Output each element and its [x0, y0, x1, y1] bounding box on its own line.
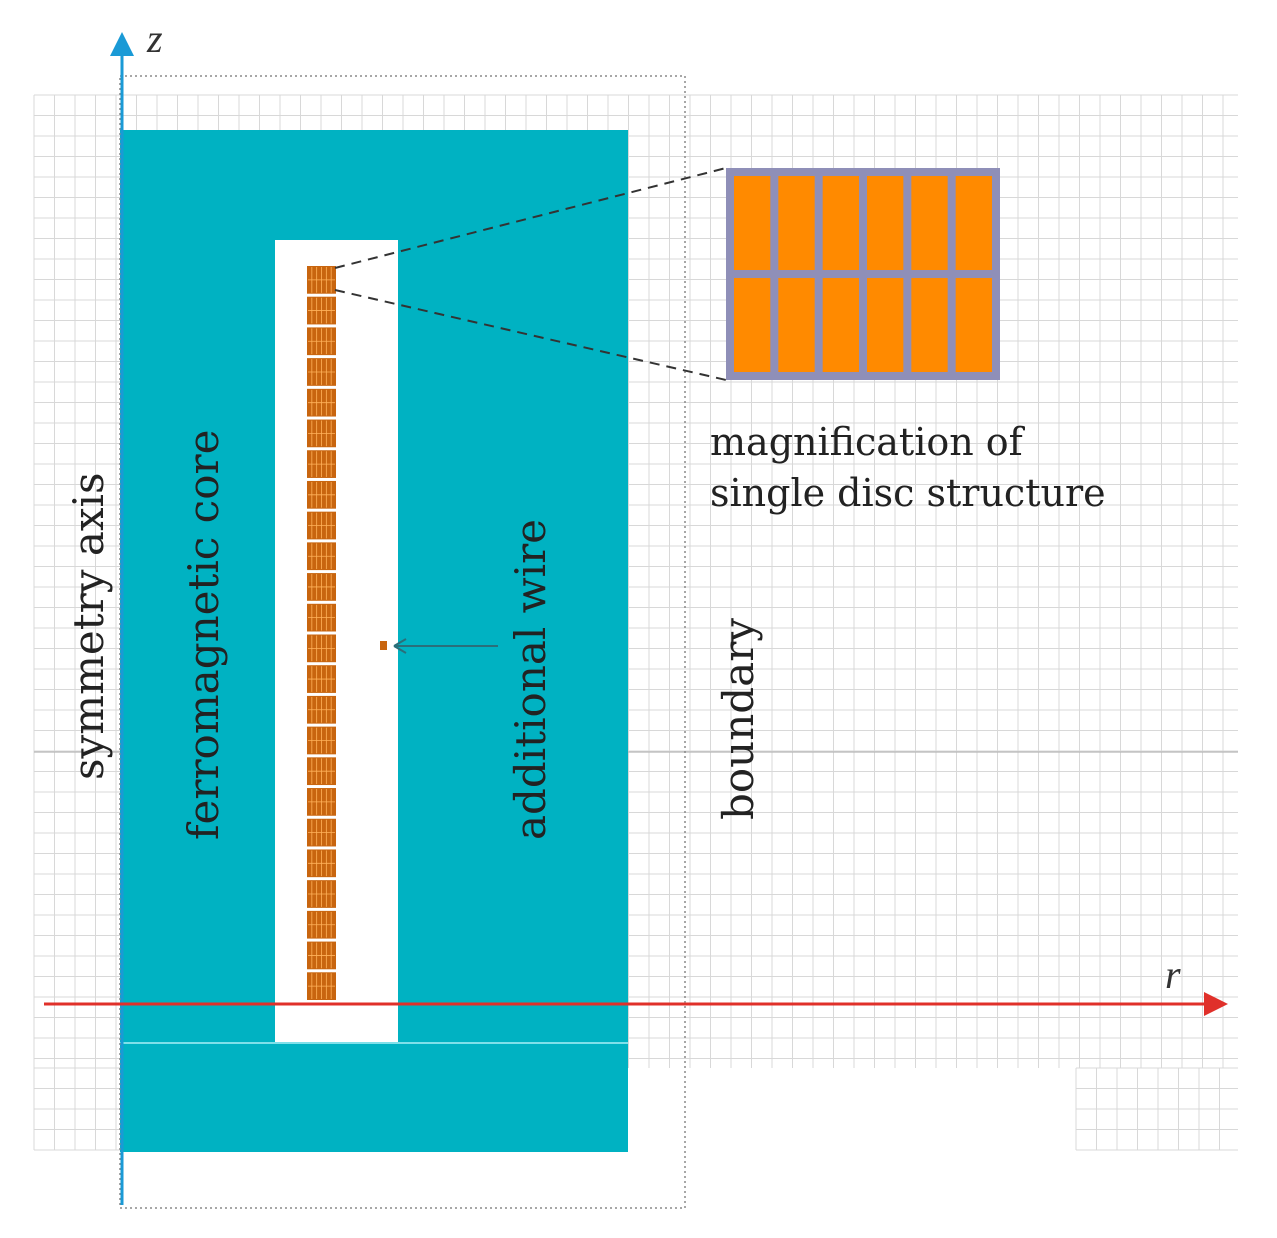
- coil-disc: [307, 358, 336, 386]
- magnified-conductor-cell: [734, 278, 771, 372]
- additional-wire-marker: [380, 641, 387, 650]
- additional-wire-label: additional wire: [506, 519, 555, 840]
- magnification-caption-line1: magnification of: [710, 420, 1026, 464]
- coil-disc-stack: [307, 266, 336, 1000]
- coil-disc: [307, 972, 336, 1000]
- coil-disc: [307, 880, 336, 908]
- z-axis-label: z: [146, 16, 163, 61]
- coil-disc: [307, 910, 336, 939]
- coil-disc: [307, 665, 336, 693]
- magnified-conductor-cell: [822, 176, 859, 270]
- core-window: [275, 240, 398, 1043]
- boundary-label: boundary: [714, 618, 763, 820]
- coil-disc: [307, 941, 336, 970]
- coil-disc: [307, 726, 336, 755]
- coil-disc: [307, 296, 336, 325]
- coil-disc: [307, 757, 336, 786]
- boundary-outline: [119, 75, 686, 1209]
- magnified-conductor-cell: [867, 176, 904, 270]
- magnified-conductor-cell: [955, 278, 992, 372]
- magnified-conductor-cell: [867, 278, 904, 372]
- magnified-disc-structure: [726, 168, 1000, 380]
- coil-disc: [307, 634, 336, 663]
- coil-disc: [307, 327, 336, 356]
- coil-disc: [307, 695, 336, 724]
- coil-disc: [307, 450, 336, 478]
- magnified-conductor-cell: [911, 176, 948, 270]
- coil-disc: [307, 573, 336, 601]
- coil-disc: [307, 511, 336, 540]
- r-axis-label: r: [1165, 952, 1181, 997]
- magnified-conductor-cell: [955, 176, 992, 270]
- coil-disc: [307, 388, 336, 417]
- magnified-disc-frame: [726, 168, 1000, 380]
- coil-disc: [307, 266, 336, 294]
- magnified-conductor-cell: [822, 278, 859, 372]
- additional-wire-arrowhead: [393, 638, 407, 654]
- symmetry-axis-label: symmetry axis: [64, 472, 113, 780]
- coil-disc: [307, 818, 336, 847]
- magnified-conductor-cell: [734, 176, 771, 270]
- coil-disc: [307, 603, 336, 632]
- coil-disc: [307, 419, 336, 448]
- magnified-conductor-cell: [911, 278, 948, 372]
- coil-disc: [307, 480, 336, 509]
- magnified-conductor-cell: [778, 176, 815, 270]
- magnified-conductor-cell: [778, 278, 815, 372]
- ferromagnetic-core-label: ferromagnetic core: [179, 430, 228, 840]
- coil-disc: [307, 849, 336, 878]
- coil-disc: [307, 788, 336, 816]
- magnification-caption-line2: single disc structure: [710, 471, 1106, 515]
- coil-disc: [307, 542, 336, 571]
